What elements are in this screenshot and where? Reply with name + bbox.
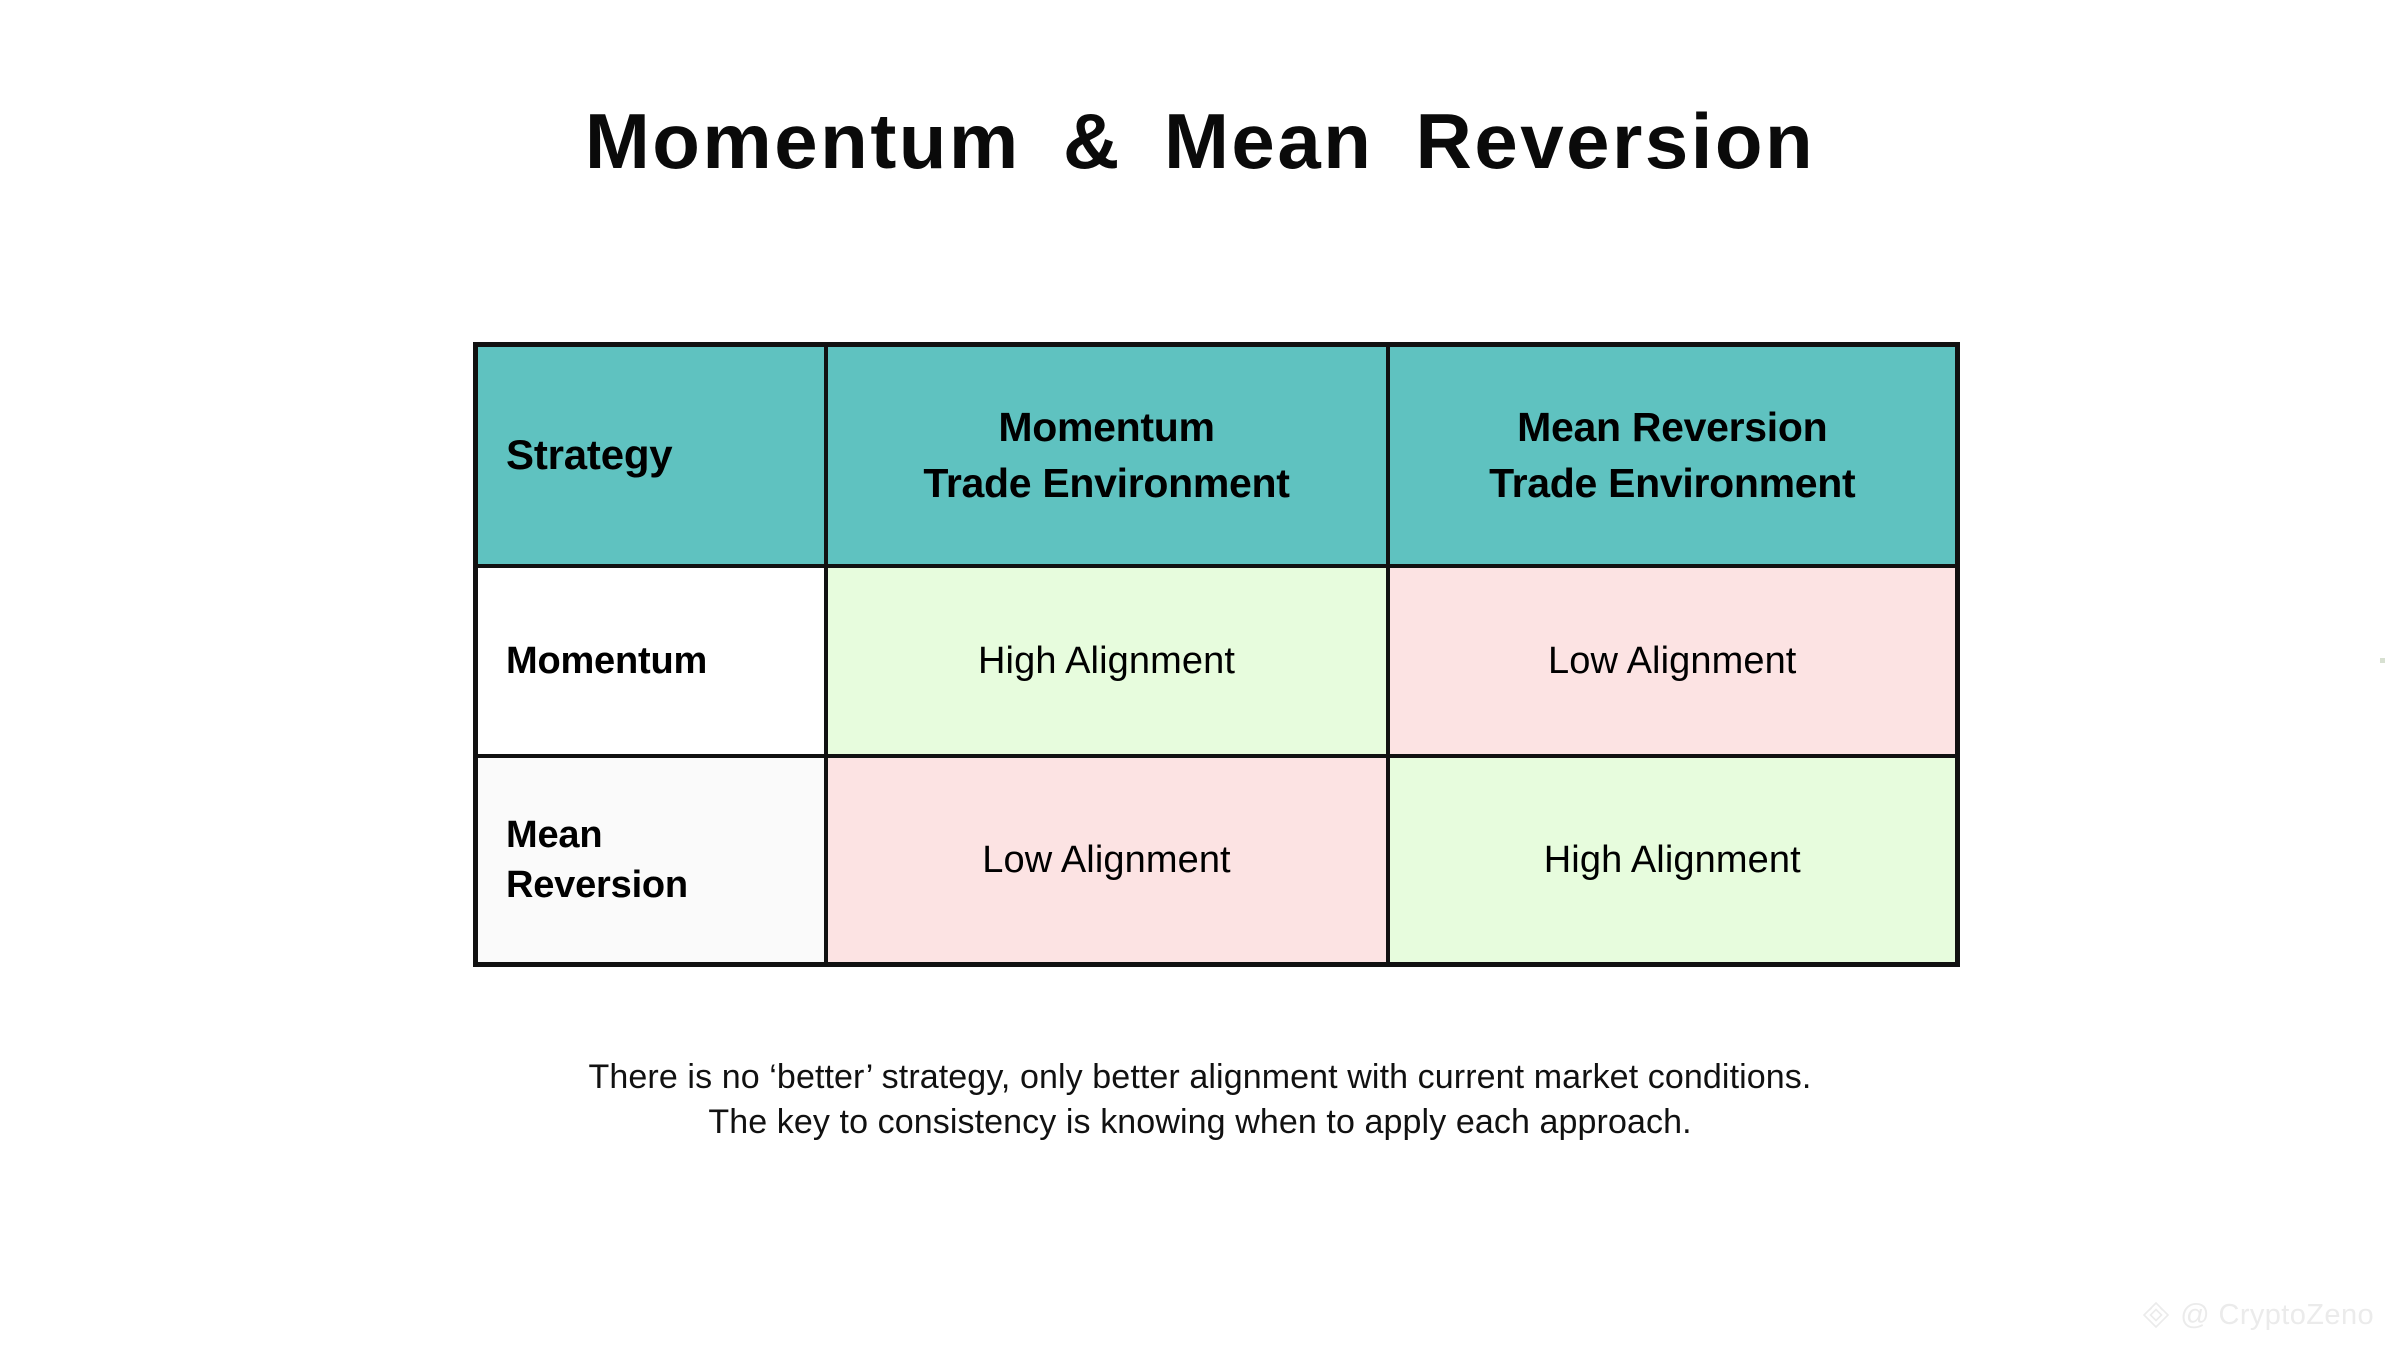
table-row: Mean Reversion Low Alignment High Alignm… <box>473 753 1960 967</box>
table-header-row: Strategy Momentum Trade Environment Mean… <box>473 342 1960 568</box>
row-label-mean-reversion-line2: Reversion <box>506 863 688 906</box>
caption-line-2: The key to consistency is knowing when t… <box>708 1103 1692 1141</box>
page-title: Momentum & Mean Reversion <box>584 97 1816 185</box>
caption-line-1: There is no ‘better’ strategy, only bett… <box>588 1058 1812 1096</box>
edge-artifact <box>2380 658 2385 663</box>
header-cell-momentum-environment: Momentum Trade Environment <box>823 342 1390 568</box>
header-label-momentum-line2: Trade Environment <box>923 460 1290 507</box>
alignment-matrix-table: Strategy Momentum Trade Environment Mean… <box>473 342 1960 967</box>
row-label-mean-reversion-line1: Mean <box>506 813 603 856</box>
header-cell-strategy: Strategy <box>473 342 828 568</box>
row-label-momentum: Momentum <box>473 563 828 758</box>
cell-mean-reversion-vs-mean-reversion: High Alignment <box>1385 753 1960 967</box>
table-row: Momentum High Alignment Low Alignment <box>473 563 1960 758</box>
caption: There is no ‘better’ strategy, only bett… <box>0 1055 2400 1145</box>
diamond-logo-icon <box>2141 1300 2171 1330</box>
header-cell-mean-reversion-environment: Mean Reversion Trade Environment <box>1385 342 1960 568</box>
row-label-mean-reversion: Mean Reversion <box>473 753 828 967</box>
header-label-momentum-environment: Momentum Trade Environment <box>828 399 1386 511</box>
cell-mean-reversion-vs-momentum: Low Alignment <box>823 753 1390 967</box>
header-label-strategy: Strategy <box>506 431 673 479</box>
cell-momentum-vs-momentum: High Alignment <box>823 563 1390 758</box>
watermark: @ CryptoZeno <box>2141 1298 2374 1332</box>
cell-momentum-vs-mean-reversion: Low Alignment <box>1385 563 1960 758</box>
header-label-mean-reversion-line1: Mean Reversion <box>1517 404 1828 451</box>
header-label-mean-reversion-line2: Trade Environment <box>1489 460 1856 507</box>
row-label-momentum-line1: Momentum <box>506 639 708 682</box>
header-label-momentum-line1: Momentum <box>998 404 1215 451</box>
watermark-handle: @ CryptoZeno <box>2180 1299 2374 1331</box>
header-label-mean-reversion-environment: Mean Reversion Trade Environment <box>1390 399 1956 511</box>
